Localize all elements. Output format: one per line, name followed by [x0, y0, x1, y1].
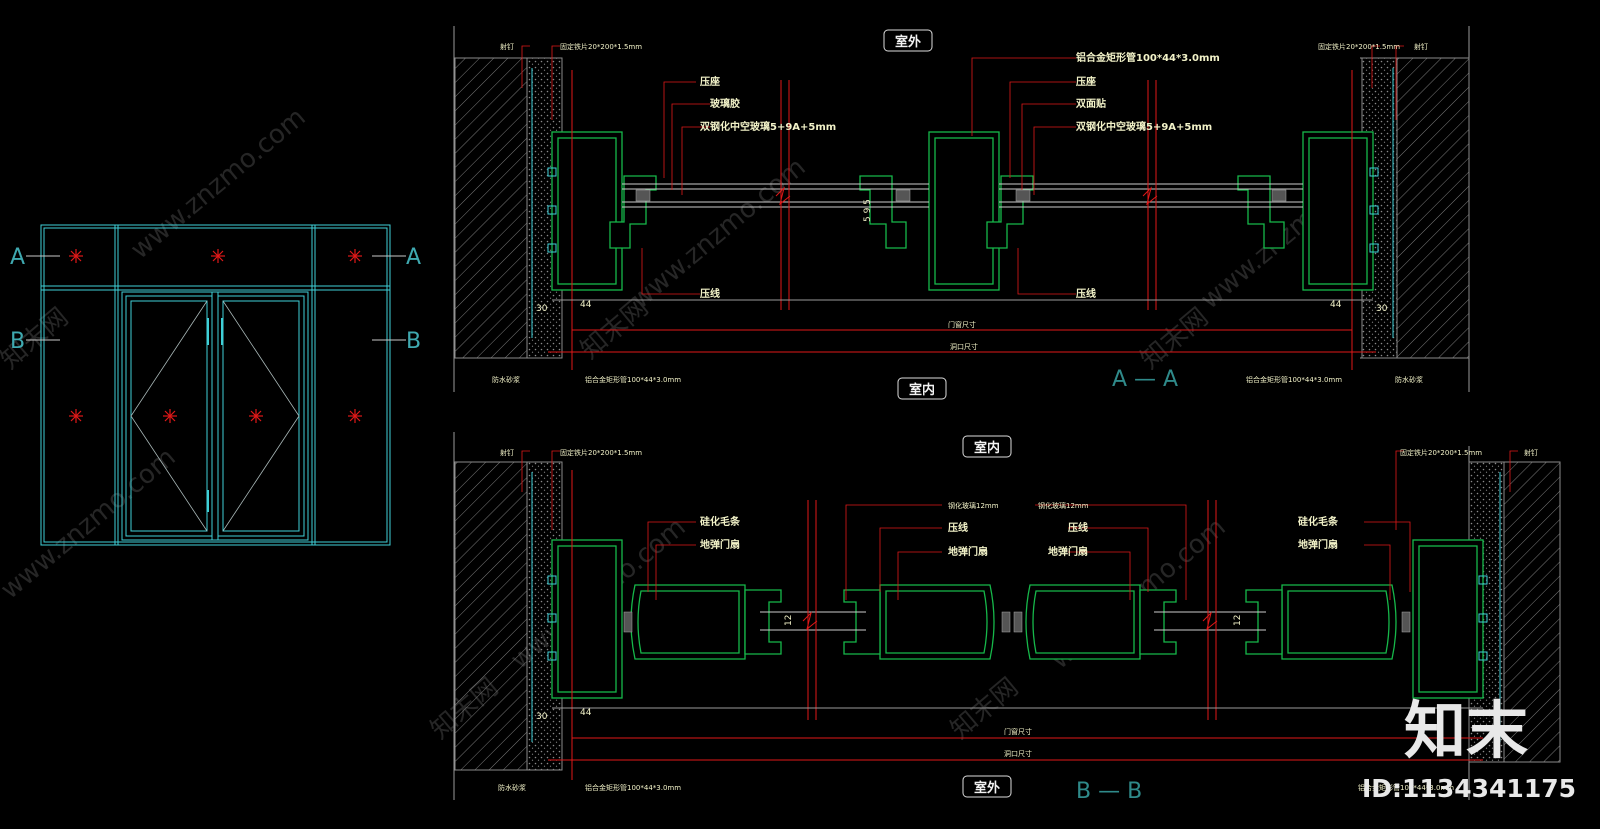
wall-right	[1503, 461, 1561, 763]
label-mortar: 防水砂浆	[1395, 375, 1423, 384]
section-title-aa: A — A	[1112, 367, 1178, 392]
section-mark-b-right: B	[406, 329, 421, 354]
label-tape: 双面贴	[1076, 97, 1106, 110]
label-glass: 钢化玻璃12mm	[948, 501, 999, 510]
room-outdoor: 室外	[895, 34, 921, 50]
room-tag	[962, 775, 1012, 798]
door-elevation	[40, 224, 391, 546]
label-brush: 硅化毛条	[1298, 515, 1339, 528]
room-tag	[962, 435, 1012, 458]
dim-12: 12	[1233, 615, 1243, 626]
label-glass: 双钢化中空玻璃5+9A+5mm	[700, 120, 836, 133]
dim-door: 门窗尺寸	[1004, 727, 1032, 736]
label-leaf: 地弹门扇	[1298, 538, 1338, 551]
section-mark-a-left: A	[10, 245, 25, 270]
label-nail: 射钉	[500, 42, 514, 51]
label-tube: 铝合金矩形管100*44*3.0mm	[1076, 51, 1220, 64]
label-brush: 硅化毛条	[700, 515, 741, 528]
label-glass: 双钢化中空玻璃5+9A+5mm	[1076, 120, 1212, 133]
dim-30: 30	[1376, 304, 1388, 314]
label-nail: 射钉	[1414, 42, 1428, 51]
label-mortar: 防水砂浆	[492, 375, 520, 384]
dim-glass: 5 9 5	[863, 199, 873, 222]
dim-44: 44	[1330, 300, 1342, 310]
section-bb: 射钉 固定铁片20*200*1.5mm 固定铁片20*200*1.5mm 射钉 …	[453, 432, 1561, 804]
section-mark-a-right: A	[406, 245, 421, 270]
dim-44: 44	[580, 300, 592, 310]
label-tube: 铝合金矩形管100*44*3.0mm	[585, 783, 681, 792]
room-indoor: 室内	[974, 440, 1000, 456]
room-indoor: 室内	[909, 382, 935, 398]
watermark-text: www.znzmo.com	[125, 102, 311, 265]
label-plate: 固定铁片20*200*1.5mm	[560, 448, 642, 457]
wall-right	[1396, 57, 1470, 359]
label-glue: 玻璃胶	[710, 97, 740, 110]
label-plate: 固定铁片20*200*1.5mm	[1318, 42, 1400, 51]
room-outdoor: 室外	[974, 780, 1000, 796]
label-mortar: 防水砂浆	[498, 783, 526, 792]
label-yaxian: 压线	[700, 287, 720, 300]
section-title-bb: B — B	[1076, 779, 1142, 804]
label-leaf: 地弹门扇	[1048, 545, 1088, 558]
fixed-glass-markers	[69, 249, 362, 423]
dim-12: 12	[784, 615, 794, 626]
dim-opening: 洞口尺寸	[1004, 749, 1032, 758]
site-logo: 知末	[1404, 694, 1528, 767]
label-leaf: 地弹门扇	[948, 545, 988, 558]
room-tag	[883, 29, 933, 52]
label-yazuo: 压座	[700, 75, 720, 88]
dim-30: 30	[536, 712, 548, 722]
label-plate: 固定铁片20*200*1.5mm	[1400, 448, 1482, 457]
dim-door: 门窗尺寸	[948, 320, 976, 329]
label-nail: 射钉	[500, 448, 514, 457]
label-tube: 铝合金矩形管100*44*3.0mm	[1358, 783, 1454, 792]
section-mark-b-left: B	[10, 329, 25, 354]
label-tube: 铝合金矩形管100*44*3.0mm	[585, 375, 681, 384]
label-yaxian: 压线	[1068, 521, 1088, 534]
label-tube: 铝合金矩形管100*44*3.0mm	[1246, 375, 1342, 384]
watermark-text: 知末网	[1135, 302, 1214, 375]
label-yaxian: 压线	[1076, 287, 1096, 300]
dim-opening: 洞口尺寸	[950, 342, 978, 351]
label-plate: 固定铁片20*200*1.5mm	[560, 42, 642, 51]
label-yaxian: 压线	[948, 521, 968, 534]
section-aa: 射钉 固定铁片20*200*1.5mm 固定铁片20*200*1.5mm 射钉 …	[453, 26, 1470, 400]
room-tag	[897, 377, 947, 400]
watermark-text: www.znzmo.com	[0, 442, 182, 605]
label-yazuo: 压座	[1076, 75, 1096, 88]
wall-left	[454, 57, 528, 359]
dim-44: 44	[580, 708, 592, 718]
asset-id: ID:1134341175	[1362, 774, 1576, 803]
label-glass: 钢化玻璃12mm	[1038, 501, 1089, 510]
label-nail: 射钉	[1524, 448, 1538, 457]
dim-30: 30	[536, 304, 548, 314]
section-cut-marks	[26, 255, 406, 341]
wall-left	[454, 461, 528, 771]
label-leaf: 地弹门扇	[700, 538, 740, 551]
